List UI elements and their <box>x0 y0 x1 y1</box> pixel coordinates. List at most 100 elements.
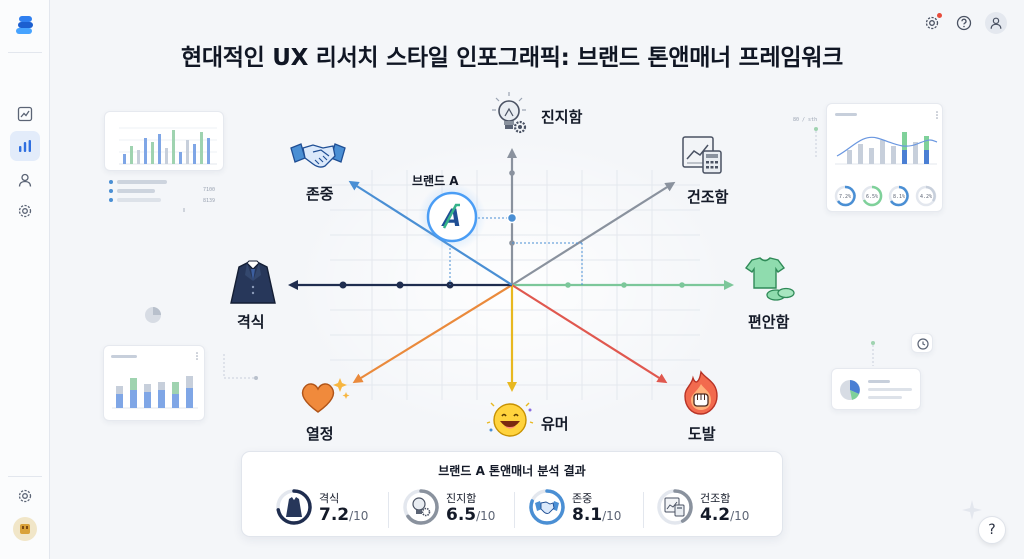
axis-label-respect: 존중 <box>306 185 334 203</box>
settings-button[interactable] <box>921 12 943 34</box>
avatar[interactable] <box>13 517 37 541</box>
decor-connector <box>871 341 875 366</box>
sidebar-footer-settings[interactable] <box>10 481 40 511</box>
metric-max: /10 <box>730 509 750 523</box>
metric-value: 8.1 <box>572 505 603 525</box>
metric-dry[interactable]: 건조함 4.2/10 <box>656 486 776 528</box>
tshirt-slippers-icon <box>744 257 795 301</box>
gear-icon <box>18 489 32 503</box>
metric-formal[interactable]: 격식 7.2/10 <box>275 486 395 528</box>
metric-label: 존중 <box>572 492 593 505</box>
calculator-chart-icon <box>682 136 722 174</box>
history-button[interactable] <box>911 333 933 353</box>
help-fab-button[interactable]: ? <box>978 516 1006 544</box>
lightbulb-gear-icon <box>492 92 527 134</box>
results-panel: 브랜드 A 톤앤매너 분석 결과 격식 7.2/10 진지함 6.5/10 <box>241 451 783 537</box>
sidebar <box>0 0 50 559</box>
decor-caption: 80 / sth <box>793 117 818 123</box>
decor-donut-label: 6.5% <box>866 194 878 200</box>
history-icon <box>917 338 929 350</box>
metric-label: 격식 <box>319 492 340 505</box>
decor-pie-icon <box>145 307 161 323</box>
decor-connector <box>223 354 258 380</box>
sparkle-icon <box>962 500 982 520</box>
sidebar-item-trends[interactable] <box>10 99 40 129</box>
metric-respect[interactable]: 존중 8.1/10 <box>528 486 648 528</box>
decor-bar-chart <box>119 127 217 165</box>
axis-passion <box>352 284 513 384</box>
gear-icon <box>925 16 939 30</box>
sidebar-item-analytics[interactable] <box>10 131 40 161</box>
app-logo-icon[interactable] <box>15 14 35 36</box>
brand-guides <box>449 217 583 285</box>
suit-icon <box>230 260 276 304</box>
smile-face-icon <box>486 402 534 437</box>
decor-connector <box>814 127 818 158</box>
decor-dashboard-card: 7.2% 6.5% 8.1% 4.2% <box>826 103 943 212</box>
brand-label: 브랜드 A <box>412 174 459 188</box>
decor-donut-label: 8.1% <box>893 194 905 200</box>
decor-number: 8139 <box>203 198 216 204</box>
decor-list-lines <box>109 180 185 212</box>
metric-ring <box>403 489 439 525</box>
decor-donut-label: 4.2% <box>920 194 932 200</box>
metric-value: 6.5 <box>446 505 477 525</box>
lightbulb-icon <box>412 497 431 517</box>
metric-max: /10 <box>476 509 496 523</box>
metric-value: 7.2 <box>319 505 350 525</box>
calculator-icon <box>664 497 685 517</box>
user-icon <box>990 17 1002 29</box>
decor-dashboard-chart: 7.2% 6.5% 8.1% 4.2% <box>834 111 938 207</box>
decor-pie-chart <box>840 380 912 400</box>
handshake-icon <box>535 501 559 514</box>
metric-ring <box>276 489 312 525</box>
axis-label-truth: 진지함 <box>541 108 583 126</box>
metric-divider <box>643 492 644 528</box>
metric-divider <box>388 492 389 528</box>
suit-icon <box>286 497 302 517</box>
metric-label: 건조함 <box>700 492 731 505</box>
results-title: 브랜드 A 톤앤매너 분석 결과 <box>438 464 586 478</box>
metric-max: /10 <box>602 509 622 523</box>
decor-pie-card <box>831 368 921 410</box>
axis-label-passion: 열정 <box>306 425 334 443</box>
axis-label-comfort: 편안함 <box>748 313 790 331</box>
metric-ring <box>657 489 693 525</box>
heart-sparkle-icon <box>301 378 350 413</box>
help-icon <box>956 15 972 31</box>
decor-number: 7100 <box>203 187 216 193</box>
help-button[interactable] <box>953 12 975 34</box>
axis-dry <box>511 181 676 286</box>
handshake-icon <box>290 143 346 168</box>
metric-truth[interactable]: 진지함 6.5/10 <box>402 486 522 528</box>
axis-label-humor: 유머 <box>541 415 569 433</box>
decor-stacked-card <box>103 345 205 421</box>
metric-divider <box>514 492 515 528</box>
decor-bar-card <box>104 111 224 171</box>
sidebar-divider <box>8 52 42 53</box>
brand-truth-point <box>506 212 518 224</box>
sidebar-divider <box>8 476 42 477</box>
sidebar-item-settings[interactable] <box>10 196 40 226</box>
trend-chart-icon <box>17 106 33 122</box>
user-icon <box>18 173 32 187</box>
fire-fist-icon <box>684 370 718 415</box>
axis-provoke <box>511 284 668 384</box>
account-button[interactable] <box>985 12 1007 34</box>
notification-dot <box>937 13 942 18</box>
axis-label-dry: 건조함 <box>687 188 729 206</box>
bar-chart-icon <box>19 140 31 152</box>
metric-max: /10 <box>349 509 369 523</box>
page-title: 현대적인 UX 리서치 스타일 인포그래픽: 브랜드 톤앤매너 프레임워크 <box>181 45 843 71</box>
axis-label-provoke: 도발 <box>688 425 716 443</box>
metric-label: 진지함 <box>446 492 477 505</box>
brand-a-marker[interactable]: A <box>418 183 486 251</box>
metric-ring <box>529 489 565 525</box>
decor-stacked-chart <box>111 352 198 409</box>
decor-donut-label: 7.2% <box>839 194 851 200</box>
sidebar-item-users[interactable] <box>10 165 40 195</box>
metric-value: 4.2 <box>700 505 731 525</box>
axis-label-formal: 격식 <box>237 313 265 331</box>
gear-icon <box>18 204 32 218</box>
